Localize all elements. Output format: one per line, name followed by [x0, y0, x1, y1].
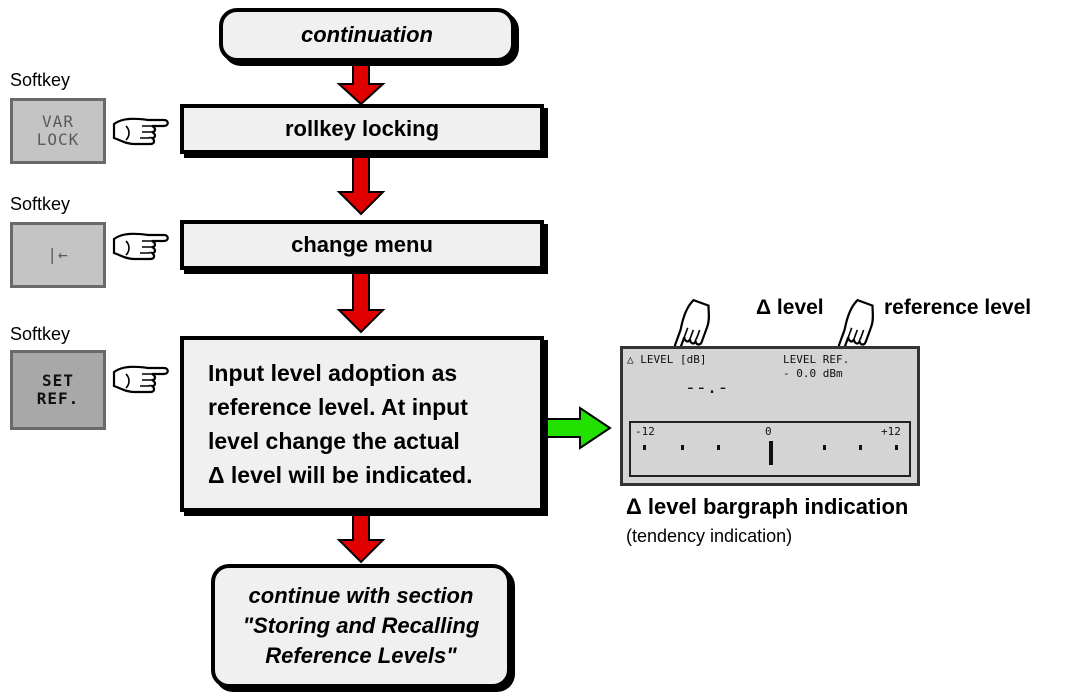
pointing-hand-icon: [112, 365, 169, 394]
end-box: continue with section "Storing and Recal…: [211, 564, 511, 688]
ref-value: - 0.0 dBm: [783, 367, 843, 380]
scale-left: -12: [635, 425, 655, 438]
softkey-caption: Softkey: [10, 70, 71, 90]
pointer-arrow: [543, 406, 612, 450]
step-text-line: Δ level will be indicated.: [208, 462, 473, 488]
bargraph-frame: -12 0 +12: [629, 421, 911, 477]
tick: [859, 445, 862, 450]
tick: [643, 445, 646, 450]
lcd-display: △ LEVEL [dB] --.- LEVEL REF. - 0.0 dBm -…: [620, 346, 920, 486]
tick: [823, 445, 826, 450]
bargraph-subtitle: (tendency indication): [626, 526, 793, 546]
softkey-change-menu[interactable]: |←: [10, 222, 106, 288]
tick: [895, 445, 898, 450]
ref-header: LEVEL REF.: [783, 353, 850, 366]
step-text-line: level change the actual: [208, 428, 460, 454]
bargraph-indicator: [769, 441, 773, 465]
softkey-text: SET: [42, 371, 74, 390]
flow-arrow-1: [336, 59, 386, 106]
start-box: continuation: [219, 8, 515, 62]
bargraph-ticks: [643, 441, 898, 465]
delta-level-annotation: Δ level: [756, 296, 824, 319]
step-reference-adoption: Input level adoption as reference level.…: [180, 336, 544, 512]
softkey-set-ref[interactable]: SET REF.: [10, 350, 106, 430]
softkey-text: |←: [47, 245, 69, 264]
level-header: △ LEVEL [dB]: [627, 353, 707, 366]
flow-arrow-3: [336, 271, 386, 334]
softkey-caption: Softkey: [10, 194, 71, 214]
softkey-text: VAR: [42, 112, 74, 131]
softkey-var-lock[interactable]: VAR LOCK: [10, 98, 106, 164]
softkey-caption: Softkey: [10, 324, 71, 344]
step-label: rollkey locking: [284, 116, 440, 141]
flow-arrow-4: [336, 513, 386, 564]
step-text-line: reference level. At input: [208, 394, 468, 420]
tick: [717, 445, 720, 450]
step-rollkey-locking: rollkey locking: [180, 104, 544, 154]
step-label: change menu: [291, 232, 433, 257]
bargraph-title: Δ level bargraph indication: [626, 494, 909, 519]
step-change-menu: change menu: [180, 220, 544, 270]
reference-level-annotation: reference level: [884, 296, 1032, 319]
softkey-text: LOCK: [36, 130, 80, 149]
step-text-line: Input level adoption as: [208, 360, 458, 386]
scale-mid: 0: [765, 425, 772, 438]
start-label: continuation: [301, 22, 433, 47]
level-value: --.-: [685, 377, 729, 398]
softkey-text: REF.: [36, 389, 80, 408]
pointing-hand-icon: [112, 232, 169, 261]
end-text-line: continue with section: [248, 583, 474, 608]
end-text-line: "Storing and Recalling: [242, 613, 480, 638]
pointing-hand-icon: [112, 117, 169, 146]
flow-arrow-2: [336, 155, 386, 216]
scale-right: +12: [881, 425, 901, 438]
tick: [681, 445, 684, 450]
end-text-line: Reference Levels": [265, 643, 457, 668]
